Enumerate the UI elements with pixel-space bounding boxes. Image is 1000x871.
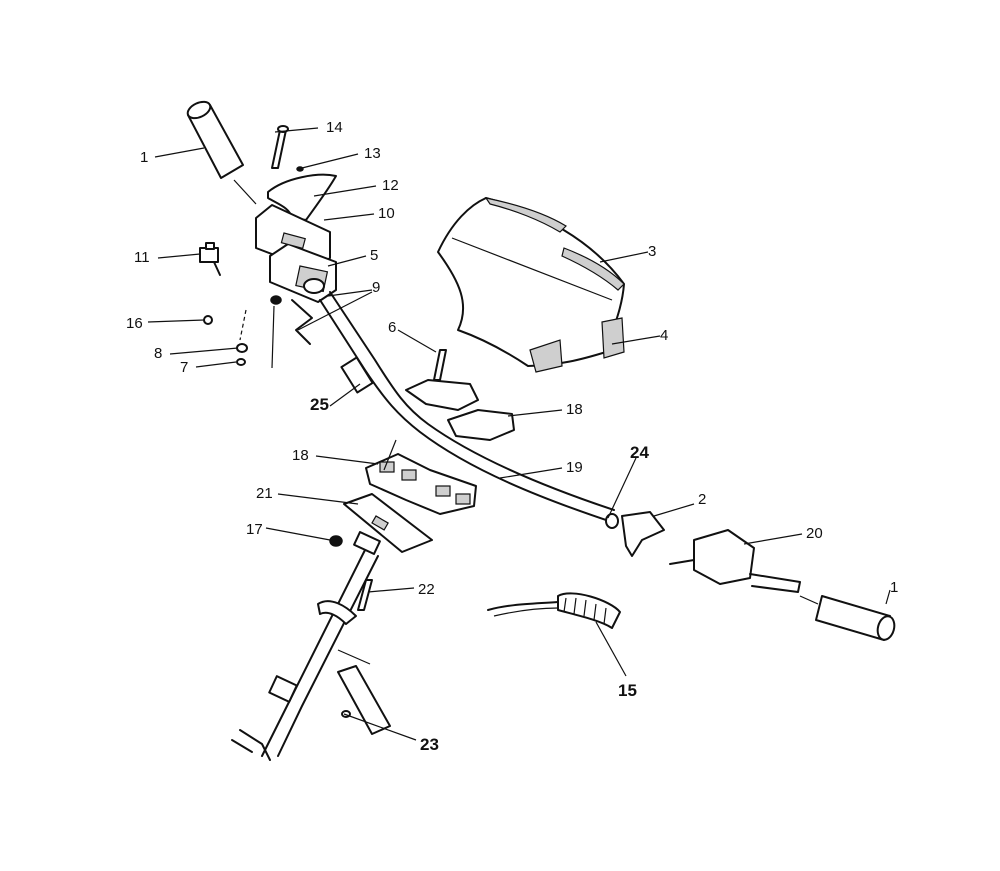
pin bbox=[271, 125, 289, 169]
callout-1-right: 1 bbox=[890, 579, 898, 596]
callout-4: 4 bbox=[660, 327, 668, 344]
steering-column bbox=[231, 531, 381, 761]
callout-18-lower: 18 bbox=[292, 447, 309, 464]
callout-14: 14 bbox=[326, 119, 343, 136]
end-cap bbox=[605, 513, 619, 529]
handlebar-tube bbox=[319, 291, 615, 523]
callout-12: 12 bbox=[382, 177, 399, 194]
bolt bbox=[433, 349, 447, 381]
riser-clamp bbox=[365, 453, 477, 515]
washer-axis-line bbox=[239, 309, 247, 341]
callout-5: 5 bbox=[370, 247, 378, 264]
callout-9: 9 bbox=[372, 279, 380, 296]
bracket-bolt-line bbox=[291, 299, 313, 345]
throttle-grip bbox=[487, 592, 621, 629]
callout-3: 3 bbox=[648, 243, 656, 260]
callout-20: 20 bbox=[806, 525, 823, 542]
lower-clamp bbox=[447, 409, 515, 441]
grip-axis-line-right bbox=[799, 595, 819, 605]
lever-bracket bbox=[255, 204, 337, 303]
callout-13: 13 bbox=[364, 145, 381, 162]
left-grip bbox=[186, 100, 244, 179]
washer bbox=[236, 343, 248, 353]
small-nut bbox=[236, 358, 246, 366]
callout-24: 24 bbox=[630, 443, 649, 462]
switch-housing bbox=[669, 529, 801, 593]
clutch-lever bbox=[267, 173, 337, 221]
callout-11: 11 bbox=[134, 249, 150, 266]
plate-nut bbox=[329, 535, 343, 547]
callout-7: 7 bbox=[180, 359, 188, 376]
switch-clip bbox=[199, 242, 221, 276]
callout-17: 17 bbox=[246, 521, 263, 538]
callout-2: 2 bbox=[698, 491, 706, 508]
headlight bbox=[437, 197, 625, 373]
callout-8: 8 bbox=[154, 345, 162, 362]
callout-16: 16 bbox=[126, 315, 143, 332]
spring-ring bbox=[203, 315, 213, 325]
grip-axis-line bbox=[233, 179, 257, 205]
callout-6: 6 bbox=[388, 319, 396, 336]
leader-lines bbox=[147, 127, 891, 741]
callout-23: 23 bbox=[420, 735, 439, 754]
callout-18-upper: 18 bbox=[566, 401, 583, 418]
callout-15: 15 bbox=[618, 681, 637, 700]
clamp-axis-line bbox=[383, 439, 397, 471]
bracket-nut bbox=[270, 295, 282, 305]
lever-axis-line bbox=[337, 649, 371, 665]
lever-tube bbox=[337, 665, 391, 735]
callout-10: 10 bbox=[378, 205, 395, 222]
right-grip bbox=[815, 595, 896, 641]
clip bbox=[296, 166, 304, 172]
brake-bracket bbox=[621, 511, 665, 557]
screw bbox=[357, 579, 373, 611]
callout-22: 22 bbox=[418, 581, 435, 598]
callout-labels: 1 14 13 12 10 5 9 11 16 8 7 25 6 3 4 18 … bbox=[126, 119, 898, 754]
callout-1-left: 1 bbox=[140, 149, 148, 166]
bracket-axis-line bbox=[271, 305, 275, 369]
callout-21: 21 bbox=[256, 485, 273, 502]
callout-19: 19 bbox=[566, 459, 583, 476]
callout-25: 25 bbox=[310, 395, 329, 414]
upper-clamp bbox=[405, 379, 479, 411]
